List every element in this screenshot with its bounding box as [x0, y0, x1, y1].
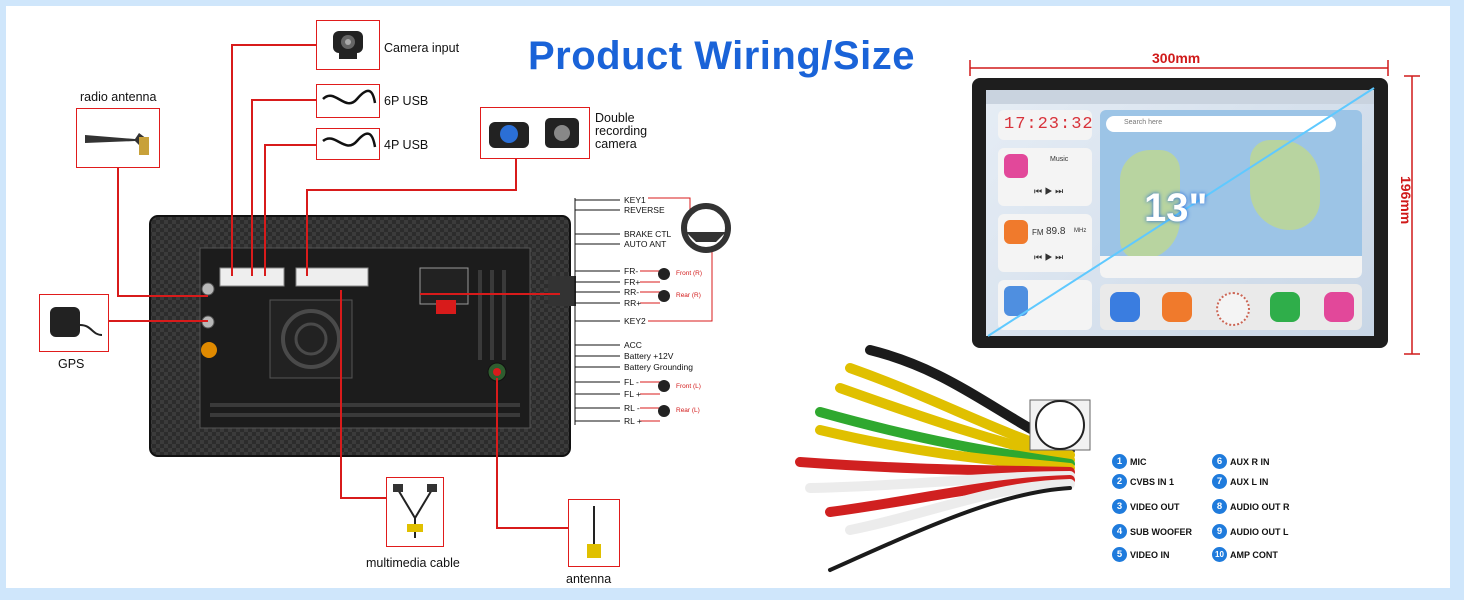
- clock-card: 17:23:32: [998, 110, 1094, 140]
- legend-badge-7: 7: [1212, 474, 1227, 489]
- map-widget[interactable]: Search here: [1100, 110, 1362, 278]
- legend-label-3: VIDEO OUT: [1130, 502, 1180, 512]
- legend-badge-6: 6: [1212, 454, 1227, 469]
- legend-label-10: AMP CONT: [1230, 550, 1278, 560]
- legend-badge-5: 5: [1112, 547, 1127, 562]
- radio-app-icon: [1004, 220, 1028, 244]
- screen-size-label: 13": [1144, 186, 1208, 230]
- music-app-icon: [1004, 154, 1028, 178]
- radio-frequency: 89.8: [1046, 226, 1066, 237]
- radio-app-dock-icon[interactable]: [1162, 292, 1192, 322]
- antenna-image: [568, 499, 620, 567]
- legend-label-7: AUX L IN: [1230, 477, 1269, 487]
- antenna-label: antenna: [566, 572, 612, 586]
- radio-unit: MHz: [1074, 228, 1087, 234]
- wire-label-fr-minus: FR-: [624, 266, 639, 276]
- double-recording-camera-image: [480, 107, 590, 159]
- bluetooth-card[interactable]: [998, 280, 1092, 330]
- legend-badge-8: 8: [1212, 499, 1227, 514]
- map-land-americas: [1120, 150, 1180, 260]
- legend-label-5: VIDEO IN: [1130, 550, 1170, 560]
- multimedia-cable-image: [386, 477, 444, 547]
- radio-band: FM: [1032, 228, 1044, 237]
- speaker-front-r-label: Front (R): [676, 270, 702, 277]
- head-unit-back: [149, 215, 576, 457]
- camera-input-image: [316, 20, 380, 70]
- leader-lines: [108, 44, 568, 529]
- radio-antenna-image: [76, 108, 160, 168]
- wire-label-brake-ctl: BRAKE CTL: [624, 229, 672, 239]
- camera-input-label: Camera input: [384, 41, 460, 55]
- legend-label-2: CVBS IN 1: [1130, 477, 1175, 487]
- map-bottom-nav[interactable]: [1100, 256, 1362, 278]
- map-land-africa: [1250, 140, 1320, 230]
- legend-label-1: MIC: [1130, 457, 1147, 467]
- gps-label: GPS: [58, 357, 85, 371]
- gps-image: [39, 294, 109, 352]
- wire-label-battery-ground: Battery Grounding: [624, 362, 693, 372]
- legend-label-8: AUDIO OUT R: [1230, 502, 1290, 512]
- harness-lines: [574, 198, 620, 425]
- width-dimension: 300mm: [1152, 50, 1201, 66]
- usb-4p-label: 4P USB: [384, 138, 429, 152]
- wire-label-key2: KEY2: [624, 316, 646, 326]
- music-label: Music: [1050, 156, 1069, 163]
- maps-app-icon[interactable]: [1110, 292, 1140, 322]
- wire-label-fl-minus: FL -: [624, 377, 639, 387]
- dimension-lines: [969, 60, 1420, 355]
- legend-badge-4: 4: [1112, 524, 1127, 539]
- legend-badge-9: 9: [1212, 524, 1227, 539]
- usb-6p-label: 6P USB: [384, 94, 429, 108]
- clock-text: 17:23:32: [1004, 115, 1094, 134]
- height-dimension: 196mm: [1398, 176, 1414, 225]
- usb-4p-image: [316, 128, 380, 160]
- wire-label-battery-12v: Battery +12V: [624, 351, 674, 361]
- status-bar: [986, 90, 1374, 104]
- radio-antenna-label: radio antenna: [80, 90, 157, 104]
- wire-label-acc: ACC: [624, 340, 642, 350]
- wire-label-reverse: REVERSE: [624, 205, 665, 215]
- legend-badge-10: 10: [1212, 547, 1227, 562]
- legend-badge-1: 1: [1112, 454, 1127, 469]
- double-recording-camera-label: Double recording camera: [595, 111, 648, 151]
- page-title: Product Wiring/Size: [528, 34, 915, 78]
- speaker-rear-l-label: Rear (L): [676, 407, 700, 414]
- wire-label-fr-plus: FR+: [624, 277, 641, 287]
- screen-diagonal-line: [987, 87, 1375, 337]
- speaker-front-l-label: Front (L): [676, 383, 701, 390]
- legend-badge-2: 2: [1112, 474, 1127, 489]
- wire-label-fl-plus: FL +: [624, 389, 641, 399]
- wire-label-rl-minus: RL -: [624, 403, 640, 413]
- speaker-icons: [658, 268, 670, 417]
- map-search-bar[interactable]: Search here: [1106, 116, 1336, 132]
- wire-label-key1: KEY1: [624, 195, 646, 205]
- wire-label-rr-plus: RR+: [624, 298, 642, 308]
- radio-controls-icon[interactable]: ⏮ ▶ ⏭: [1034, 252, 1064, 262]
- radio-card[interactable]: FM 89.8 MHz ⏮ ▶ ⏭: [998, 214, 1092, 272]
- wire-label-rl-plus: RL +: [624, 416, 642, 426]
- legend-label-9: AUDIO OUT L: [1230, 527, 1289, 537]
- map-search-placeholder: Search here: [1124, 119, 1163, 126]
- music-card[interactable]: Music ⏮ ▶ ⏭: [998, 148, 1092, 206]
- wire-label-rr-minus: RR-: [624, 287, 640, 297]
- legend-label-4: SUB WOOFER: [1130, 527, 1192, 537]
- multimedia-cable-label: multimedia cable: [366, 556, 460, 570]
- legend-badge-3: 3: [1112, 499, 1127, 514]
- app-dock: [1100, 284, 1362, 330]
- music-controls-icon[interactable]: ⏮ ▶ ⏭: [1034, 186, 1064, 196]
- wire-label-auto-ant: AUTO ANT: [624, 239, 667, 249]
- bluetooth-icon: [1004, 286, 1028, 316]
- harness-cable-drawing: [795, 345, 1091, 572]
- phone-app-icon[interactable]: [1270, 292, 1300, 322]
- music-app-dock-icon[interactable]: [1324, 292, 1354, 322]
- apps-app-icon[interactable]: [1216, 292, 1250, 326]
- steering-wheel-icon: [681, 203, 731, 253]
- usb-6p-image: [316, 84, 380, 118]
- head-unit-screen: 17:23:32 Music ⏮ ▶ ⏭ FM 89.8 MHz ⏮ ▶ ⏭ S…: [972, 78, 1388, 348]
- speaker-rear-r-label: Rear (R): [676, 292, 701, 299]
- legend-label-6: AUX R IN: [1230, 457, 1270, 467]
